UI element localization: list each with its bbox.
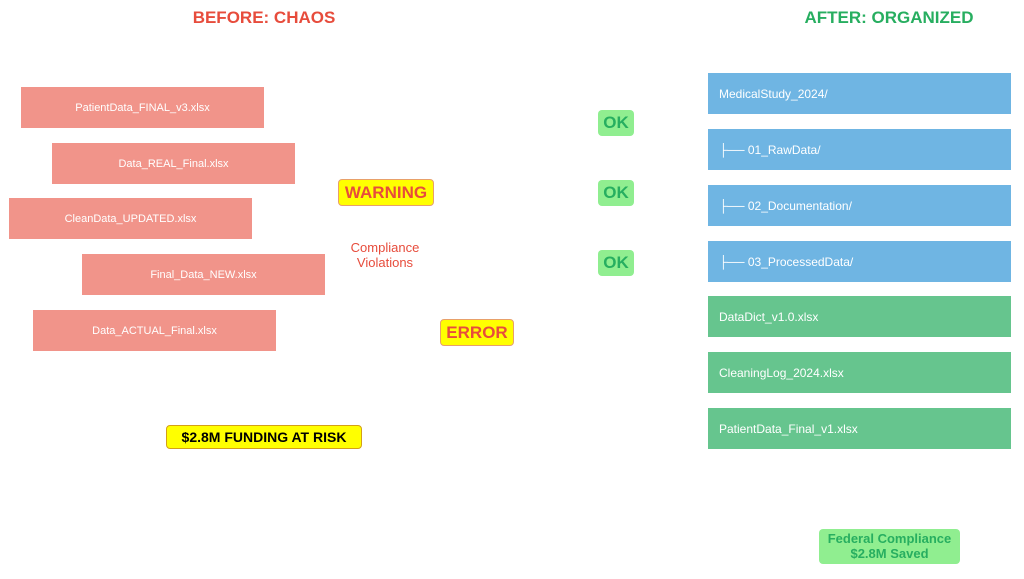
federal-line: Federal Compliance — [827, 531, 952, 546]
federal-line: $2.8M Saved — [850, 546, 929, 561]
federal-compliance-badge: Federal Compliance $2.8M Saved — [819, 529, 960, 564]
funding-risk-badge: $2.8M FUNDING AT RISK — [166, 425, 362, 449]
error-badge: ERROR — [440, 319, 514, 346]
folder-root: MedicalStudy_2024/ — [708, 73, 1011, 114]
folder-item: ├── 03_ProcessedData/ — [708, 241, 1011, 282]
chaos-file: PatientData_FINAL_v3.xlsx — [21, 87, 264, 128]
chaos-file: CleanData_UPDATED.xlsx — [9, 198, 252, 239]
file-item: CleaningLog_2024.xlsx — [708, 352, 1011, 393]
file-item: PatientData_Final_v1.xlsx — [708, 408, 1011, 449]
compliance-violations: Compliance Violations — [335, 240, 435, 270]
ok-badge: OK — [598, 180, 634, 206]
folder-item: ├── 02_Documentation/ — [708, 185, 1011, 226]
chaos-file: Final_Data_NEW.xlsx — [82, 254, 325, 295]
chaos-file: Data_ACTUAL_Final.xlsx — [33, 310, 276, 351]
after-title: AFTER: ORGANIZED — [804, 8, 974, 27]
violations-line: Compliance — [350, 240, 420, 255]
ok-badge: OK — [598, 110, 634, 136]
ok-badge: OK — [598, 250, 634, 276]
file-item: DataDict_v1.0.xlsx — [708, 296, 1011, 337]
violations-line: Violations — [356, 255, 414, 270]
warning-badge: WARNING — [338, 179, 434, 206]
chaos-file: Data_REAL_Final.xlsx — [52, 143, 295, 184]
before-title: BEFORE: CHAOS — [192, 8, 336, 27]
folder-item: ├── 01_RawData/ — [708, 129, 1011, 170]
